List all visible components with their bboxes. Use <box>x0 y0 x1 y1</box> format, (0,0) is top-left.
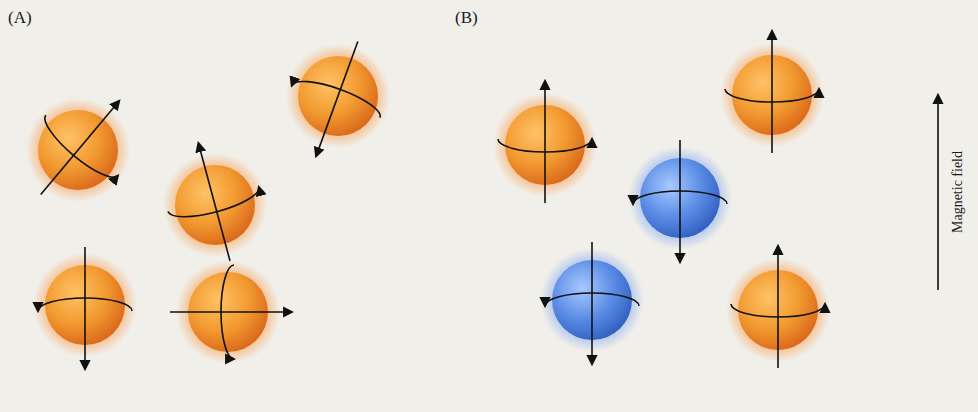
panel-label: (B) <box>455 8 478 28</box>
axis-label: Magnetic field <box>950 151 966 233</box>
field-arrow <box>937 95 939 290</box>
panel-label: (A) <box>8 8 32 28</box>
